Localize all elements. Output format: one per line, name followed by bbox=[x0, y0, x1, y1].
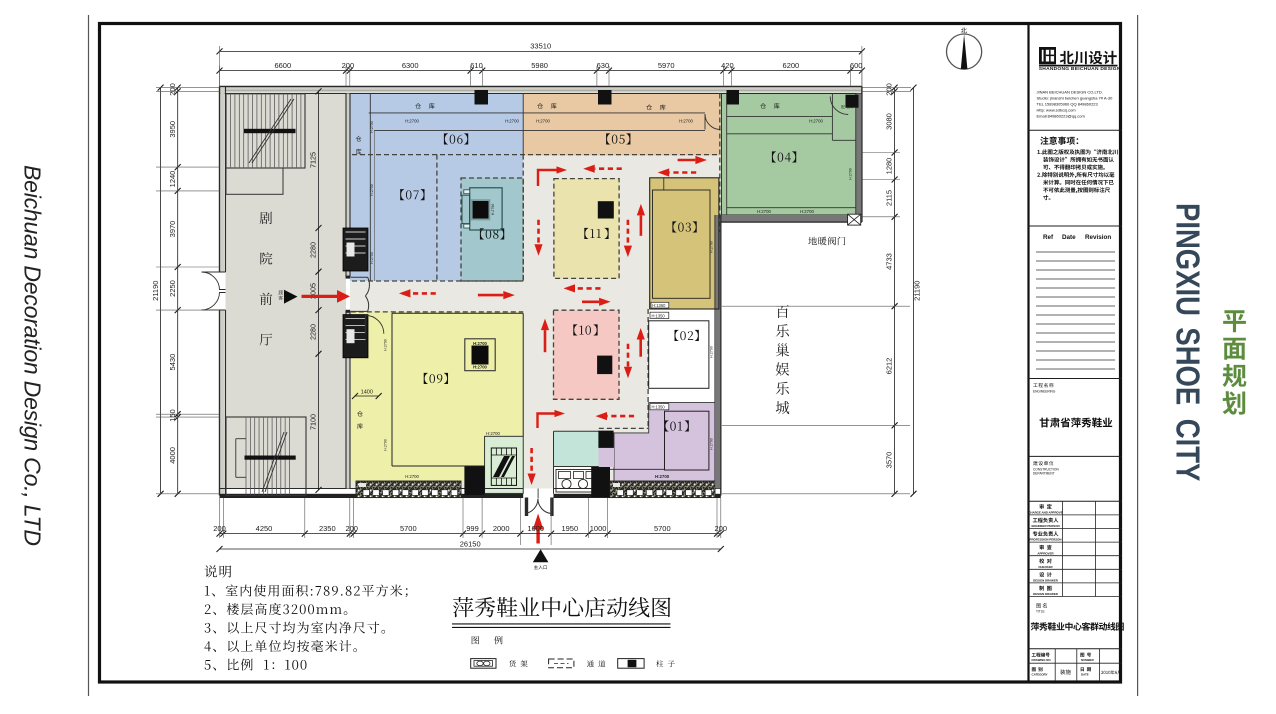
svg-text:26150: 26150 bbox=[460, 539, 481, 548]
svg-text:H:2700: H:2700 bbox=[370, 184, 374, 196]
svg-text:2350: 2350 bbox=[319, 524, 336, 533]
svg-text:Revision: Revision bbox=[1085, 234, 1111, 241]
svg-text:Date: Date bbox=[1062, 234, 1076, 241]
svg-text:2000: 2000 bbox=[493, 524, 510, 533]
svg-text:1000: 1000 bbox=[590, 524, 607, 533]
svg-text:21190: 21190 bbox=[151, 281, 160, 301]
svg-text:200: 200 bbox=[213, 524, 226, 533]
svg-text:1280: 1280 bbox=[884, 158, 893, 175]
svg-text:DRAWING NO: DRAWING NO bbox=[1032, 658, 1052, 662]
svg-text:H:2700: H:2700 bbox=[405, 118, 419, 123]
svg-text:6300: 6300 bbox=[402, 61, 419, 70]
svg-text:150: 150 bbox=[168, 409, 177, 422]
svg-text:33510: 33510 bbox=[530, 42, 551, 51]
svg-text:3950: 3950 bbox=[168, 121, 177, 138]
svg-text:200: 200 bbox=[342, 61, 355, 70]
svg-text:7125: 7125 bbox=[309, 152, 318, 168]
svg-text:5980: 5980 bbox=[531, 61, 548, 70]
svg-text:6212: 6212 bbox=[884, 358, 893, 375]
svg-text:TITLE: TITLE bbox=[1036, 610, 1045, 614]
svg-text:ENGINEER PERSON: ENGINEER PERSON bbox=[1031, 524, 1059, 528]
svg-text:CHECKER: CHECKER bbox=[1038, 565, 1053, 569]
svg-text:5700: 5700 bbox=[654, 524, 671, 533]
svg-text:21190: 21190 bbox=[913, 281, 922, 301]
svg-text:Http: www.sdbcsj.com: Http: www.sdbcsj.com bbox=[1037, 108, 1077, 113]
svg-text:H:2700: H:2700 bbox=[536, 118, 550, 123]
svg-text:H:2790: H:2790 bbox=[710, 241, 714, 253]
svg-text:Email:849860223@qq.com: Email:849860223@qq.com bbox=[1037, 114, 1086, 119]
svg-text:4250: 4250 bbox=[256, 524, 273, 533]
svg-text:2280: 2280 bbox=[309, 324, 318, 340]
svg-text:1600: 1600 bbox=[527, 524, 544, 533]
svg-text:H:2790: H:2790 bbox=[709, 438, 713, 450]
svg-text:3970: 3970 bbox=[168, 221, 177, 238]
svg-text:5430: 5430 bbox=[168, 354, 177, 371]
svg-text:H:2700: H:2700 bbox=[505, 118, 519, 123]
svg-text:H:1350: H:1350 bbox=[652, 313, 666, 318]
svg-text:Studio: jinanshi beichen guang: Studio: jinanshi beichen guangsha 7# A-3… bbox=[1037, 96, 1114, 101]
svg-text:PINGXIUSHOECITY: PINGXIUSHOECITY bbox=[1169, 203, 1206, 481]
svg-text:999: 999 bbox=[466, 524, 479, 533]
svg-text:DESIGN DRAWER: DESIGN DRAWER bbox=[1033, 592, 1059, 596]
svg-text:200: 200 bbox=[168, 83, 177, 96]
svg-text:4000: 4000 bbox=[168, 447, 177, 464]
svg-text:200: 200 bbox=[715, 524, 728, 533]
svg-text:NUMBER: NUMBER bbox=[1081, 658, 1095, 662]
svg-text:H:2700: H:2700 bbox=[486, 431, 500, 436]
svg-text:H:2700: H:2700 bbox=[757, 209, 771, 214]
svg-text:H:2790: H:2790 bbox=[491, 204, 495, 216]
svg-text:APPROVER: APPROVER bbox=[1037, 551, 1054, 555]
svg-text:420: 420 bbox=[721, 61, 734, 70]
svg-text:630: 630 bbox=[597, 61, 610, 70]
svg-text:H:2700: H:2700 bbox=[370, 252, 374, 264]
svg-text:H:2700: H:2700 bbox=[809, 118, 823, 123]
svg-text:DEPARTMENT: DEPARTMENT bbox=[1033, 471, 1055, 475]
svg-text:2280: 2280 bbox=[309, 242, 318, 258]
svg-text:H:2790: H:2790 bbox=[709, 346, 713, 358]
svg-text:CONSTRUCTION: CONSTRUCTION bbox=[1033, 467, 1059, 471]
svg-text:H:2790: H:2790 bbox=[384, 439, 388, 451]
svg-text:ENGINEERING: ENGINEERING bbox=[1033, 390, 1056, 394]
svg-text:3080: 3080 bbox=[884, 113, 893, 130]
svg-text:H:2700: H:2700 bbox=[473, 365, 487, 370]
svg-text:3570: 3570 bbox=[884, 452, 893, 469]
svg-text:1400: 1400 bbox=[361, 390, 373, 396]
svg-text:200: 200 bbox=[345, 524, 358, 533]
svg-text:H:1350: H:1350 bbox=[652, 405, 666, 410]
svg-text:DATE: DATE bbox=[1081, 673, 1089, 677]
svg-text:H:2700: H:2700 bbox=[679, 118, 693, 123]
svg-text:1950: 1950 bbox=[561, 524, 578, 533]
svg-text:JINAN BEICHUAN DESIGN CO.LTD: JINAN BEICHUAN DESIGN CO.LTD. bbox=[1037, 90, 1103, 95]
svg-text:H:1360: H:1360 bbox=[652, 303, 666, 308]
svg-text:H:2700: H:2700 bbox=[405, 474, 419, 479]
svg-text:610: 610 bbox=[470, 61, 483, 70]
svg-text:H:2790: H:2790 bbox=[384, 339, 388, 351]
svg-text:CATEGORY: CATEGORY bbox=[1032, 673, 1048, 677]
svg-text:SHANDONG BEICHUAN DESIGN: SHANDONG BEICHUAN DESIGN bbox=[1039, 66, 1121, 72]
svg-text:Beichuan Decoration Design: Beichuan Decoration Design Co., LTD bbox=[20, 165, 46, 546]
svg-text:2005: 2005 bbox=[309, 283, 318, 299]
svg-text:5700: 5700 bbox=[400, 524, 417, 533]
svg-text:H:2700: H:2700 bbox=[849, 168, 853, 180]
svg-text:DESIGN DRAWER: DESIGN DRAWER bbox=[1033, 579, 1059, 583]
svg-text:PROFESSION PERSON: PROFESSION PERSON bbox=[1030, 538, 1062, 542]
svg-text:CHARGE AND APPROVE: CHARGE AND APPROVE bbox=[1028, 511, 1062, 515]
svg-text:6600: 6600 bbox=[274, 61, 291, 70]
svg-text:H:2700: H:2700 bbox=[370, 121, 374, 133]
svg-text:200: 200 bbox=[884, 83, 893, 96]
svg-text:4733: 4733 bbox=[884, 253, 893, 270]
svg-text:600: 600 bbox=[850, 61, 863, 70]
svg-text:1240: 1240 bbox=[168, 171, 177, 188]
svg-text:H:2700: H:2700 bbox=[473, 341, 487, 346]
svg-text:2115: 2115 bbox=[884, 190, 893, 206]
svg-text:5970: 5970 bbox=[658, 61, 675, 70]
svg-text:H:2700: H:2700 bbox=[655, 474, 670, 479]
svg-text:6200: 6200 bbox=[783, 61, 800, 70]
svg-text:H:2700: H:2700 bbox=[800, 209, 814, 214]
svg-text:TEL 15898305960 QQ 84986022: TEL 15898305960 QQ 849860223 bbox=[1037, 102, 1099, 107]
svg-text:Ref: Ref bbox=[1043, 234, 1054, 241]
svg-text:7100: 7100 bbox=[309, 414, 318, 430]
svg-text:2250: 2250 bbox=[168, 280, 177, 297]
